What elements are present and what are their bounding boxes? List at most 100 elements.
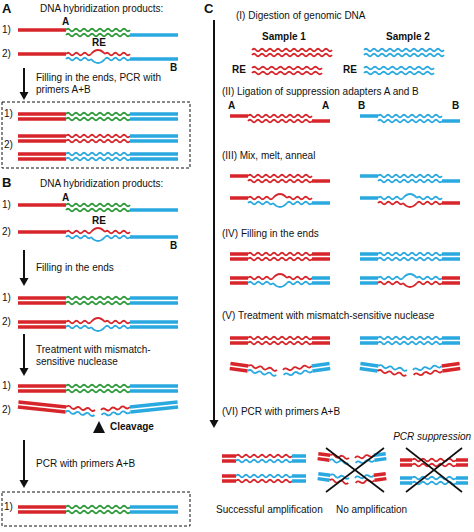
adapter-bar <box>130 400 178 408</box>
adapter-bar <box>360 362 378 368</box>
adapter-bar <box>360 174 378 178</box>
adapter-bar <box>222 459 236 463</box>
adapter-name: B <box>358 100 365 112</box>
adapter-bar <box>442 336 460 340</box>
adapter-bar <box>400 458 412 462</box>
adapter-bar <box>400 476 412 480</box>
dna-strand <box>236 455 292 458</box>
adapter-bar <box>130 157 178 161</box>
strand-group <box>413 362 461 377</box>
row-number: 1) <box>2 199 11 211</box>
dashed-frame <box>2 492 190 526</box>
dna-strand <box>248 120 312 123</box>
adapter-bar <box>130 33 178 37</box>
dna-strand <box>412 477 456 480</box>
dna-strand <box>101 406 130 412</box>
dna-strand <box>248 277 273 280</box>
dna-strand <box>248 365 277 372</box>
adapter-bar <box>130 389 178 393</box>
adapter-bar <box>360 341 378 345</box>
dna-strand <box>378 337 442 340</box>
dna-strand <box>378 197 403 200</box>
sample-label: Sample 2 <box>386 31 430 43</box>
adapter-bar <box>318 472 330 477</box>
adapter-bar <box>130 117 178 121</box>
dna-strand <box>377 370 406 377</box>
dna-strand <box>66 34 130 37</box>
dna-strand <box>378 342 442 345</box>
adapter-bar <box>18 230 66 234</box>
adapter-bar <box>292 459 306 463</box>
strand-group <box>360 362 408 377</box>
adapter-name: B <box>170 240 177 252</box>
mismatch-bubble <box>91 228 105 232</box>
adapter-bar <box>130 320 178 324</box>
dna-strand <box>248 282 273 285</box>
row-number: 1) <box>4 501 13 513</box>
row-number: 1) <box>2 292 11 304</box>
adapter-bar <box>130 325 178 329</box>
dna-strand <box>287 277 312 280</box>
mismatch-bubble <box>273 194 287 198</box>
step-text: (IV) Filling in the ends <box>222 228 319 240</box>
adapter-name: B <box>452 100 459 112</box>
dna-strand <box>66 204 130 207</box>
dna-strand <box>248 202 273 205</box>
adapter-bar <box>442 276 460 280</box>
suppression-label: PCR suppression <box>393 431 471 443</box>
dna-strand <box>417 282 442 285</box>
adapter-bar <box>18 405 66 413</box>
adapter-bar <box>18 301 66 305</box>
dna-strand <box>248 180 312 183</box>
step-arrow <box>23 250 25 280</box>
row-number: 2) <box>2 404 11 416</box>
step-arrow <box>213 20 215 422</box>
cross-mark <box>406 448 462 492</box>
dna-strand <box>66 113 130 116</box>
cross-mark <box>326 448 384 492</box>
adapter-bar <box>130 384 178 388</box>
adapter-bar <box>360 336 378 340</box>
adapter-bar <box>360 276 378 280</box>
dna-strand <box>66 153 130 156</box>
panel-heading: DNA hybridization products: <box>40 3 163 15</box>
dna-strand <box>414 370 443 377</box>
dna-strand <box>252 72 322 75</box>
adapter-bar <box>312 336 330 340</box>
arrow-head <box>210 420 219 428</box>
dna-strand <box>287 282 312 285</box>
dna-strand <box>378 115 442 118</box>
adapter-name: A <box>228 100 235 112</box>
dna-strand <box>364 72 434 75</box>
strand-group <box>101 400 178 417</box>
adapter-bar <box>456 481 468 485</box>
adapter-bar <box>130 301 178 305</box>
strand-group <box>18 400 95 417</box>
dna-strand <box>105 58 130 61</box>
adapter-bar <box>18 384 66 388</box>
adapter-bar <box>18 28 66 32</box>
dna-strand <box>66 406 95 412</box>
dna-strand <box>252 67 322 70</box>
step-arrow <box>23 440 25 482</box>
adapter-name: A <box>62 192 69 204</box>
strand-group <box>283 362 331 377</box>
adapter-bar <box>222 479 236 483</box>
strand-group <box>230 362 278 377</box>
dna-strand <box>248 175 312 178</box>
mismatch-bubble <box>91 318 105 322</box>
dna-strand <box>364 54 444 57</box>
row-number: 2) <box>2 48 11 60</box>
mismatch-bubble <box>403 274 417 278</box>
adapter-bar <box>360 281 378 285</box>
dna-strand <box>412 464 456 467</box>
adapter-bar <box>130 510 178 514</box>
dna-strand <box>66 390 130 393</box>
adapter-bar <box>312 276 330 280</box>
step-text: (II) Ligation of suppression adapters A … <box>222 86 419 98</box>
mismatch-bubble <box>91 59 105 63</box>
mismatch-bubble <box>403 203 417 207</box>
step-text: Filling in the ends, PCR with primers A+… <box>36 72 166 95</box>
dna-strand <box>236 460 292 463</box>
